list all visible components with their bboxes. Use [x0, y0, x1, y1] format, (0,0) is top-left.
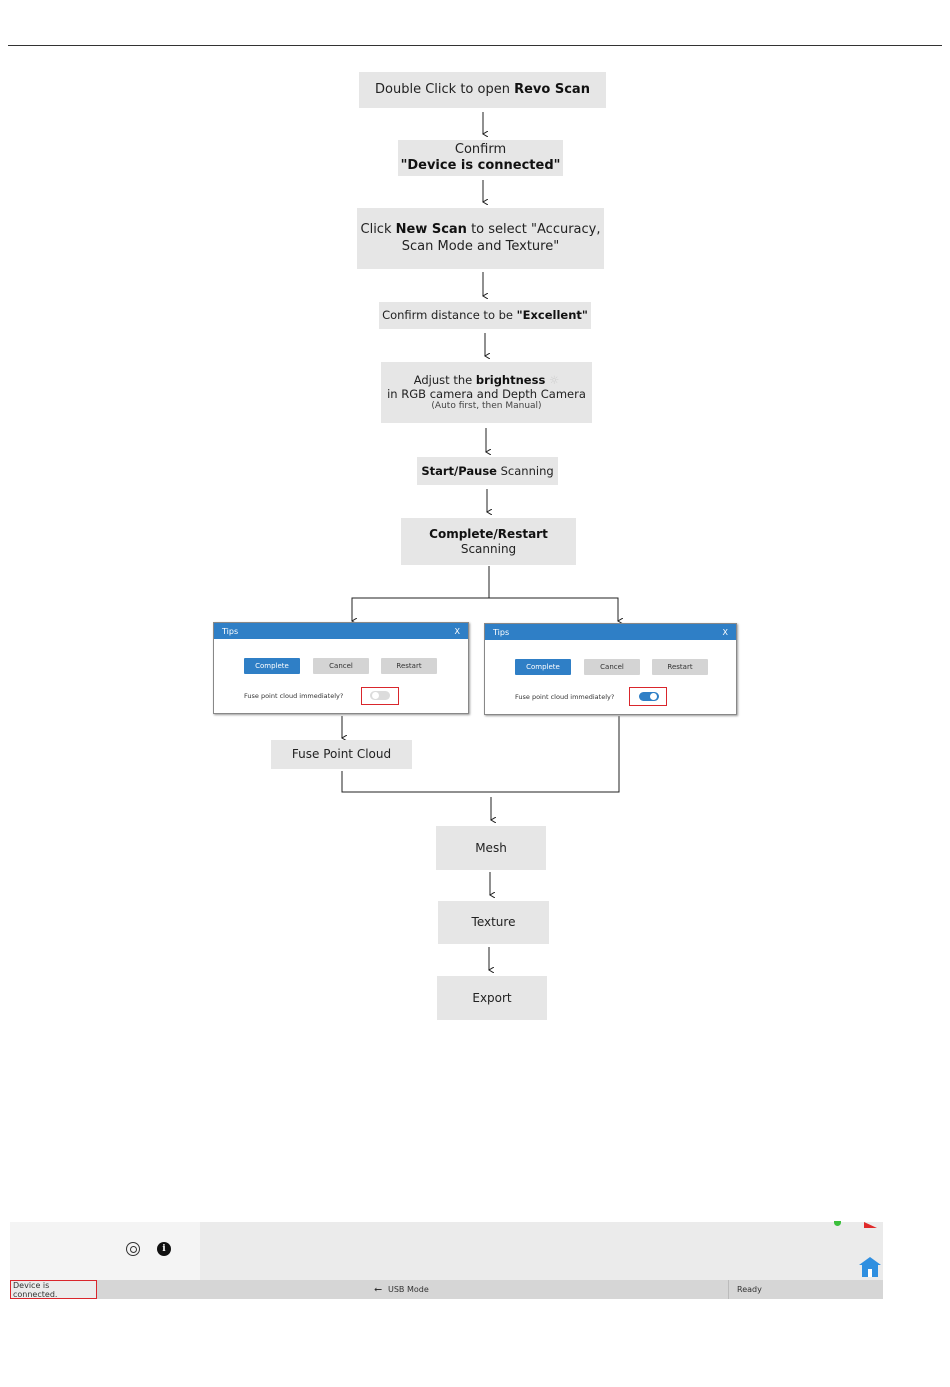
dialog-header: Tips X	[214, 623, 468, 639]
status-dot-icon	[834, 1221, 841, 1226]
step-open-revo-scan: Double Click to open Revo Scan	[359, 72, 606, 108]
step-export: Export	[437, 976, 547, 1020]
step-start-pause: Start/Pause Scanning	[417, 457, 558, 485]
ready-status: Ready	[728, 1280, 762, 1299]
step-texture: Texture	[438, 901, 549, 944]
step-new-scan: Click New Scan to select "Accuracy, Scan…	[357, 208, 604, 269]
toggle-knob	[650, 693, 657, 700]
record-flag-icon	[864, 1222, 877, 1228]
step-confirm-device: Confirm "Device is connected"	[398, 140, 563, 176]
device-status-text: Device is connected.	[13, 1280, 58, 1299]
cancel-button[interactable]: Cancel	[313, 658, 369, 674]
fuse-toggle[interactable]	[639, 692, 659, 701]
top-rule	[8, 45, 942, 46]
usb-mode-text: USB Mode	[388, 1285, 429, 1294]
ready-text: Ready	[737, 1285, 762, 1294]
step-fuse-point-cloud: Fuse Point Cloud	[271, 740, 412, 769]
fuse-toggle[interactable]	[370, 691, 390, 700]
app-left-panel	[10, 1222, 200, 1280]
branch-right	[489, 597, 618, 621]
close-icon[interactable]: X	[722, 627, 728, 637]
step-confirm-distance: Confirm distance to be "Excellent"	[379, 302, 591, 329]
tips-dialog-left: Tips X Complete Cancel Restart Fuse poin…	[213, 622, 469, 714]
info-icon[interactable]: i	[157, 1242, 171, 1256]
fuse-option-label: Fuse point cloud immediately?	[244, 692, 344, 700]
step-mesh: Mesh	[436, 826, 546, 870]
complete-button[interactable]: Complete	[244, 658, 300, 674]
highlight-box	[629, 687, 667, 706]
complete-button[interactable]: Complete	[515, 659, 571, 675]
cancel-button[interactable]: Cancel	[584, 659, 640, 675]
highlight-box	[361, 687, 399, 705]
restart-button[interactable]: Restart	[652, 659, 708, 675]
sun-icon: ☼	[548, 372, 560, 387]
usb-mode: ⭠ USB Mode	[374, 1280, 429, 1299]
device-status: Device is connected.	[10, 1280, 97, 1299]
step-adjust-brightness: Adjust the brightness ☼ in RGB camera an…	[381, 362, 592, 423]
close-icon[interactable]: X	[454, 626, 460, 636]
home-icon[interactable]	[859, 1257, 881, 1277]
restart-button[interactable]: Restart	[381, 658, 437, 674]
dialog-title: Tips	[222, 626, 239, 636]
step-complete-restart: Complete/Restart Scanning	[401, 518, 576, 565]
fuse-option-label: Fuse point cloud immediately?	[515, 693, 615, 701]
toggle-knob	[372, 692, 379, 699]
tips-dialog-right: Tips X Complete Cancel Restart Fuse poin…	[484, 623, 737, 715]
usb-icon: ⭠	[374, 1284, 382, 1295]
dialog-title: Tips	[493, 627, 510, 637]
dialog-header: Tips X	[485, 624, 736, 640]
status-bar: Device is connected. ⭠ USB Mode Ready	[10, 1280, 883, 1299]
settings-icon[interactable]	[126, 1242, 140, 1256]
branch-left	[352, 566, 490, 621]
